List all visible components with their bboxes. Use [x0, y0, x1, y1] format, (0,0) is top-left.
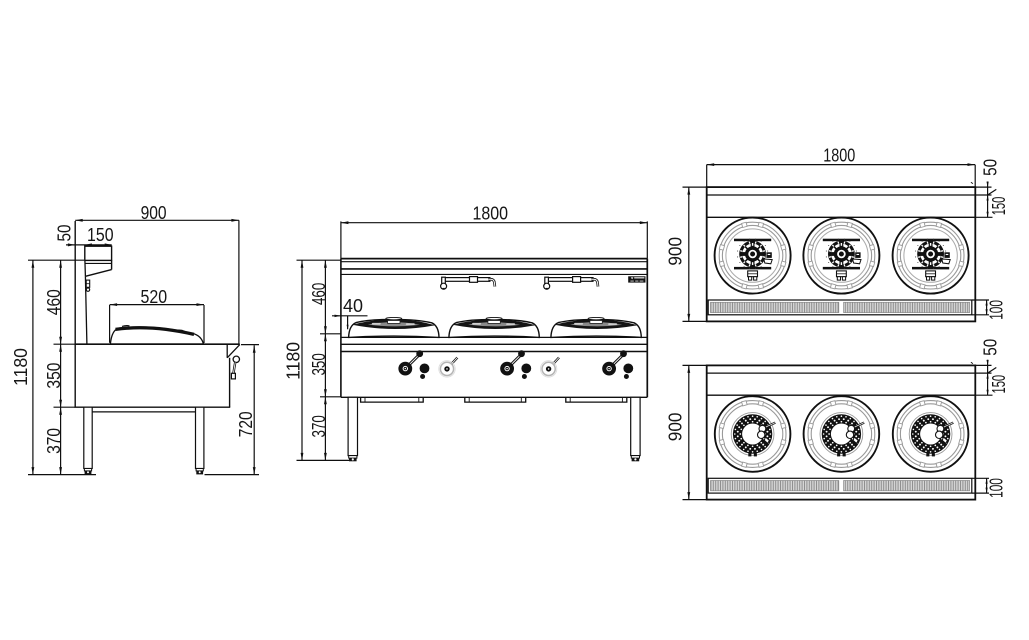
svg-text:1180: 1180 [11, 348, 31, 386]
svg-text:150: 150 [87, 225, 114, 245]
svg-text:50: 50 [54, 225, 74, 242]
svg-text:370: 370 [44, 428, 64, 454]
svg-text:900: 900 [141, 203, 167, 223]
svg-text:50: 50 [980, 159, 1000, 176]
svg-text:100: 100 [987, 478, 1007, 498]
svg-text:350: 350 [44, 363, 64, 389]
svg-text:520: 520 [141, 287, 168, 307]
svg-text:900: 900 [665, 413, 685, 442]
svg-text:460: 460 [44, 289, 64, 315]
svg-text:100: 100 [987, 300, 1007, 320]
svg-text:1800: 1800 [473, 203, 509, 223]
svg-text:150: 150 [989, 375, 1009, 394]
svg-text:150: 150 [989, 197, 1009, 216]
svg-text:460: 460 [309, 283, 329, 305]
svg-text:350: 350 [309, 353, 329, 375]
svg-text:50: 50 [980, 339, 1000, 356]
svg-text:1180: 1180 [284, 342, 304, 380]
svg-text:1800: 1800 [823, 145, 855, 165]
svg-text:40: 40 [343, 296, 363, 316]
svg-text:720: 720 [236, 411, 256, 437]
svg-text:900: 900 [665, 237, 685, 266]
svg-text:370: 370 [309, 415, 329, 437]
